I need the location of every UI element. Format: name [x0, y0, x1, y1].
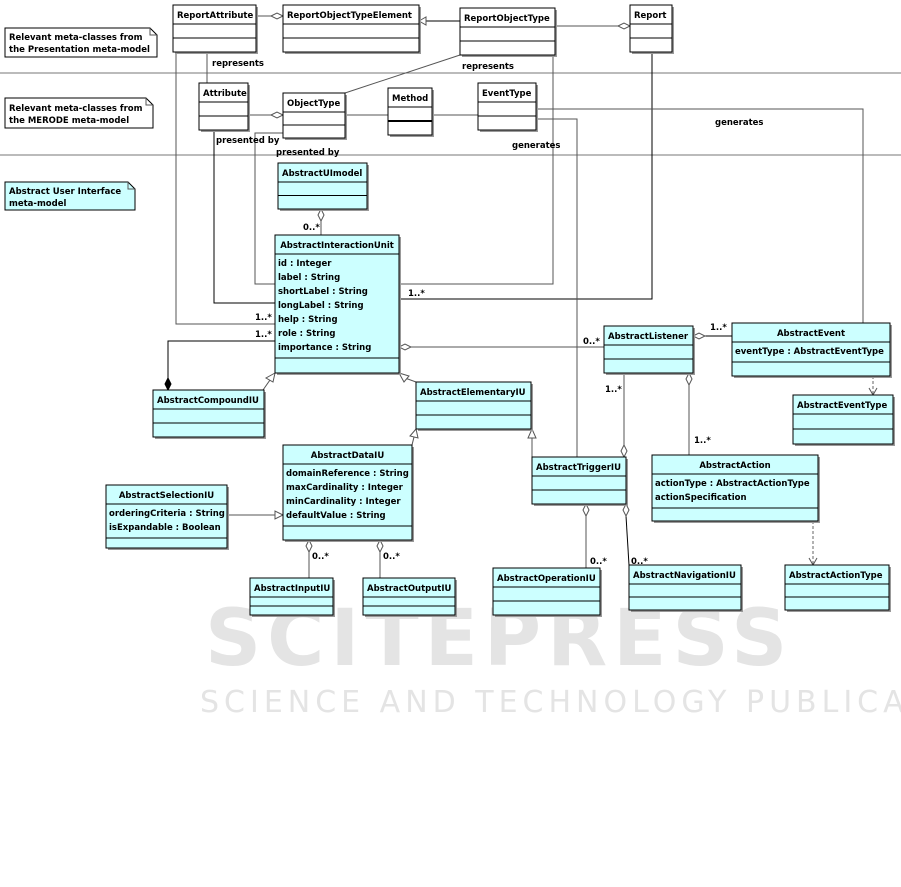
class-event-type: EventType	[477, 82, 538, 132]
class-attribute: maxCardinality : Integer	[286, 483, 404, 493]
class-name: AbstractCompoundIU	[157, 396, 259, 406]
class-attribute: orderingCriteria : String	[109, 509, 225, 519]
class-abstract-input-iu: AbstractInputIU	[249, 577, 335, 617]
class-abstract-compound-iu: AbstractCompoundIU	[152, 389, 266, 439]
class-name: AbstractNavigationIU	[633, 571, 736, 581]
class-name: ReportObjectTypeElement	[287, 11, 412, 21]
class-name: AbstractEventType	[797, 401, 887, 411]
class-attribute: shortLabel : String	[278, 287, 368, 297]
class-name: Attribute	[203, 89, 247, 99]
class-name: AbstractSelectionIU	[119, 491, 214, 501]
svg-text:0..*: 0..*	[303, 223, 320, 233]
class-attribute: longLabel : String	[278, 301, 364, 311]
class-abstract-output-iu: AbstractOutputIU	[362, 577, 457, 617]
connectors	[164, 12, 878, 578]
class-name: AbstractAction	[699, 461, 770, 471]
class-name: AbstractDataIU	[311, 451, 385, 461]
svg-text:presented by: presented by	[216, 136, 280, 146]
class-report-object-type-element: ReportObjectTypeElement	[282, 4, 421, 54]
class-name: AbstractInputIU	[254, 584, 330, 594]
svg-text:represents: represents	[462, 62, 514, 72]
svg-text:1..*: 1..*	[694, 436, 711, 446]
class-attribute: minCardinality : Integer	[286, 497, 401, 507]
class-name: AbstractUImodel	[282, 169, 362, 179]
class-attribute: isExpandable : Boolean	[109, 523, 221, 533]
class-name: EventType	[482, 89, 532, 99]
class-attribute: id : Integer	[278, 259, 332, 269]
class-name: AbstractActionType	[789, 571, 883, 581]
class-report-object-type: ReportObjectType	[459, 7, 557, 57]
class-name: AbstractInteractionUnit	[280, 241, 394, 251]
svg-text:0..*: 0..*	[590, 557, 607, 567]
class-abstract-selection-iu: AbstractSelectionIU orderingCriteria : St…	[105, 484, 229, 550]
note-aui: Abstract User Interface meta-model	[4, 181, 136, 211]
svg-text:0..*: 0..*	[631, 557, 648, 567]
svg-text:0..*: 0..*	[583, 337, 600, 347]
class-abstract-navigation-iu: AbstractNavigationIU	[628, 564, 743, 612]
class-name: Report	[634, 11, 667, 21]
class-name: AbstractElementaryIU	[420, 388, 526, 398]
class-abstract-elementary-iu: AbstractElementaryIU	[415, 381, 533, 431]
association-labels: represents represents presented by prese…	[212, 59, 763, 567]
watermark-subtitle: SCIENCE AND TECHNOLOGY PUBLICATIONS	[200, 685, 901, 720]
class-name: Method	[392, 94, 428, 104]
class-abstract-event: AbstractEvent eventType : AbstractEventTy…	[731, 322, 892, 378]
class-abstract-trigger-iu: AbstractTriggerIU	[531, 456, 628, 506]
class-attribute: eventType : AbstractEventType	[735, 347, 884, 357]
class-report: Report	[629, 4, 674, 54]
class-abstract-action-type: AbstractActionType	[784, 564, 891, 612]
class-name: AbstractOperationIU	[497, 574, 596, 584]
svg-text:Abstract User Interface: Abstract User Interface	[9, 187, 121, 197]
svg-text:generates: generates	[715, 118, 763, 128]
class-name: AbstractListener	[608, 332, 689, 342]
svg-text:Relevant meta-classes from: Relevant meta-classes from	[9, 33, 143, 43]
class-attribute: role : String	[278, 329, 335, 339]
svg-text:presented by: presented by	[276, 148, 340, 158]
svg-text:generates: generates	[512, 141, 560, 151]
class-abstract-event-type: AbstractEventType	[792, 394, 895, 446]
class-attribute: actionSpecification	[655, 493, 747, 503]
class-abstract-listener: AbstractListener	[603, 325, 695, 375]
svg-text:1..*: 1..*	[255, 313, 272, 323]
class-method: Method	[387, 87, 434, 137]
class-attribute: defaultValue : String	[286, 511, 386, 521]
class-abstract-interaction-unit: AbstractInteractionUnit id : Integer label…	[274, 234, 401, 375]
note-merode: Relevant meta-classes from the MERODE me…	[4, 97, 154, 129]
class-object-type: ObjectType	[282, 92, 347, 140]
class-name: ReportObjectType	[464, 14, 550, 24]
class-attribute: label : String	[278, 273, 340, 283]
class-name: AbstractTriggerIU	[536, 463, 621, 473]
class-attribute: help : String	[278, 315, 338, 325]
class-name: ObjectType	[287, 99, 341, 109]
class-attribute: domainReference : String	[286, 469, 409, 479]
svg-text:the Presentation meta-model: the Presentation meta-model	[9, 45, 150, 55]
svg-text:1..*: 1..*	[710, 323, 727, 333]
svg-text:1..*: 1..*	[408, 289, 425, 299]
class-name: ReportAttribute	[177, 11, 253, 21]
class-name: AbstractOutputIU	[367, 584, 452, 594]
class-abstract-operation-iu: AbstractOperationIU	[492, 567, 602, 617]
class-abstract-ui-model: AbstractUImodel	[277, 162, 369, 211]
class-abstract-action: AbstractAction actionType : AbstractActio…	[651, 454, 820, 523]
class-report-attribute: ReportAttribute	[172, 4, 258, 54]
class-attribute: Attribute	[198, 82, 250, 132]
class-attribute: importance : String	[278, 343, 371, 353]
svg-text:0..*: 0..*	[312, 552, 329, 562]
class-name: AbstractEvent	[777, 329, 845, 339]
svg-text:the MERODE meta-model: the MERODE meta-model	[9, 116, 129, 126]
note-presentation: Relevant meta-classes from the Presentat…	[4, 27, 158, 58]
svg-text:represents: represents	[212, 59, 264, 69]
svg-text:meta-model: meta-model	[9, 199, 66, 209]
class-attribute: actionType : AbstractActionType	[655, 479, 810, 489]
class-abstract-data-iu: AbstractDataIU domainReference : String ma…	[282, 444, 414, 542]
svg-text:1..*: 1..*	[605, 385, 622, 395]
svg-text:0..*: 0..*	[383, 552, 400, 562]
svg-text:1..*: 1..*	[255, 330, 272, 340]
svg-text:Relevant meta-classes from: Relevant meta-classes from	[9, 104, 143, 114]
